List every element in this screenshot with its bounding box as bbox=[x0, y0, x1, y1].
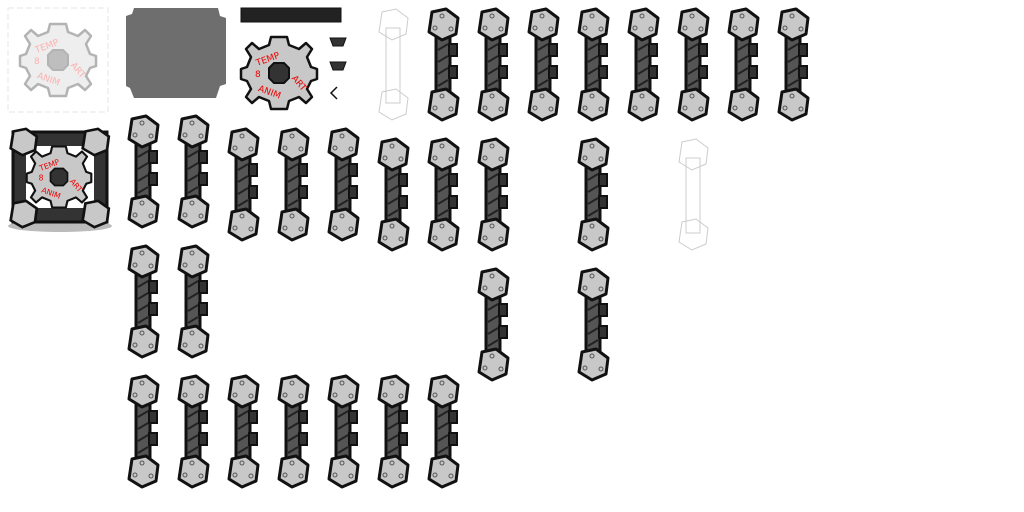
chevron-left-icon bbox=[329, 86, 338, 100]
arm-sprite bbox=[427, 137, 460, 252]
arm-sprite bbox=[427, 7, 460, 122]
arm-sprite bbox=[327, 127, 360, 242]
arm-sprite bbox=[377, 374, 410, 489]
arm-sprite bbox=[177, 374, 210, 489]
arm-sprite bbox=[127, 244, 160, 359]
arm-sprite bbox=[677, 7, 710, 122]
arm-sprite bbox=[577, 7, 610, 122]
arm-sprite bbox=[777, 7, 810, 122]
arm-outline-sprite bbox=[378, 8, 409, 121]
arm-sprite bbox=[577, 267, 610, 382]
arm-sprite bbox=[277, 127, 310, 242]
arm-sprite bbox=[227, 374, 260, 489]
tooth-sprite-1 bbox=[329, 37, 347, 47]
arm-sprite bbox=[577, 137, 610, 252]
arm-sprite bbox=[127, 114, 160, 229]
arm-sprite bbox=[227, 127, 260, 242]
arm-sprite bbox=[377, 137, 410, 252]
arm-sprite bbox=[727, 7, 760, 122]
arm-sprite bbox=[427, 374, 460, 489]
tooth-sprite-2 bbox=[329, 61, 347, 71]
arm-sprite bbox=[527, 7, 560, 122]
dark-bar-sprite bbox=[240, 7, 342, 23]
arm-sprite bbox=[627, 7, 660, 122]
arm-sprite bbox=[477, 267, 510, 382]
arm-outline-sprite bbox=[678, 138, 709, 251]
gray-panel-sprite bbox=[126, 8, 226, 98]
arm-sprite bbox=[177, 114, 210, 229]
gear-sprite bbox=[239, 35, 319, 111]
arm-sprite bbox=[127, 374, 160, 489]
arm-sprite bbox=[477, 7, 510, 122]
assembled-gear-frame-sprite bbox=[8, 127, 112, 232]
gear-outline-sprite bbox=[7, 7, 109, 113]
arm-sprite bbox=[277, 374, 310, 489]
arm-sprite bbox=[177, 244, 210, 359]
arm-sprite bbox=[327, 374, 360, 489]
arm-sprite bbox=[477, 137, 510, 252]
